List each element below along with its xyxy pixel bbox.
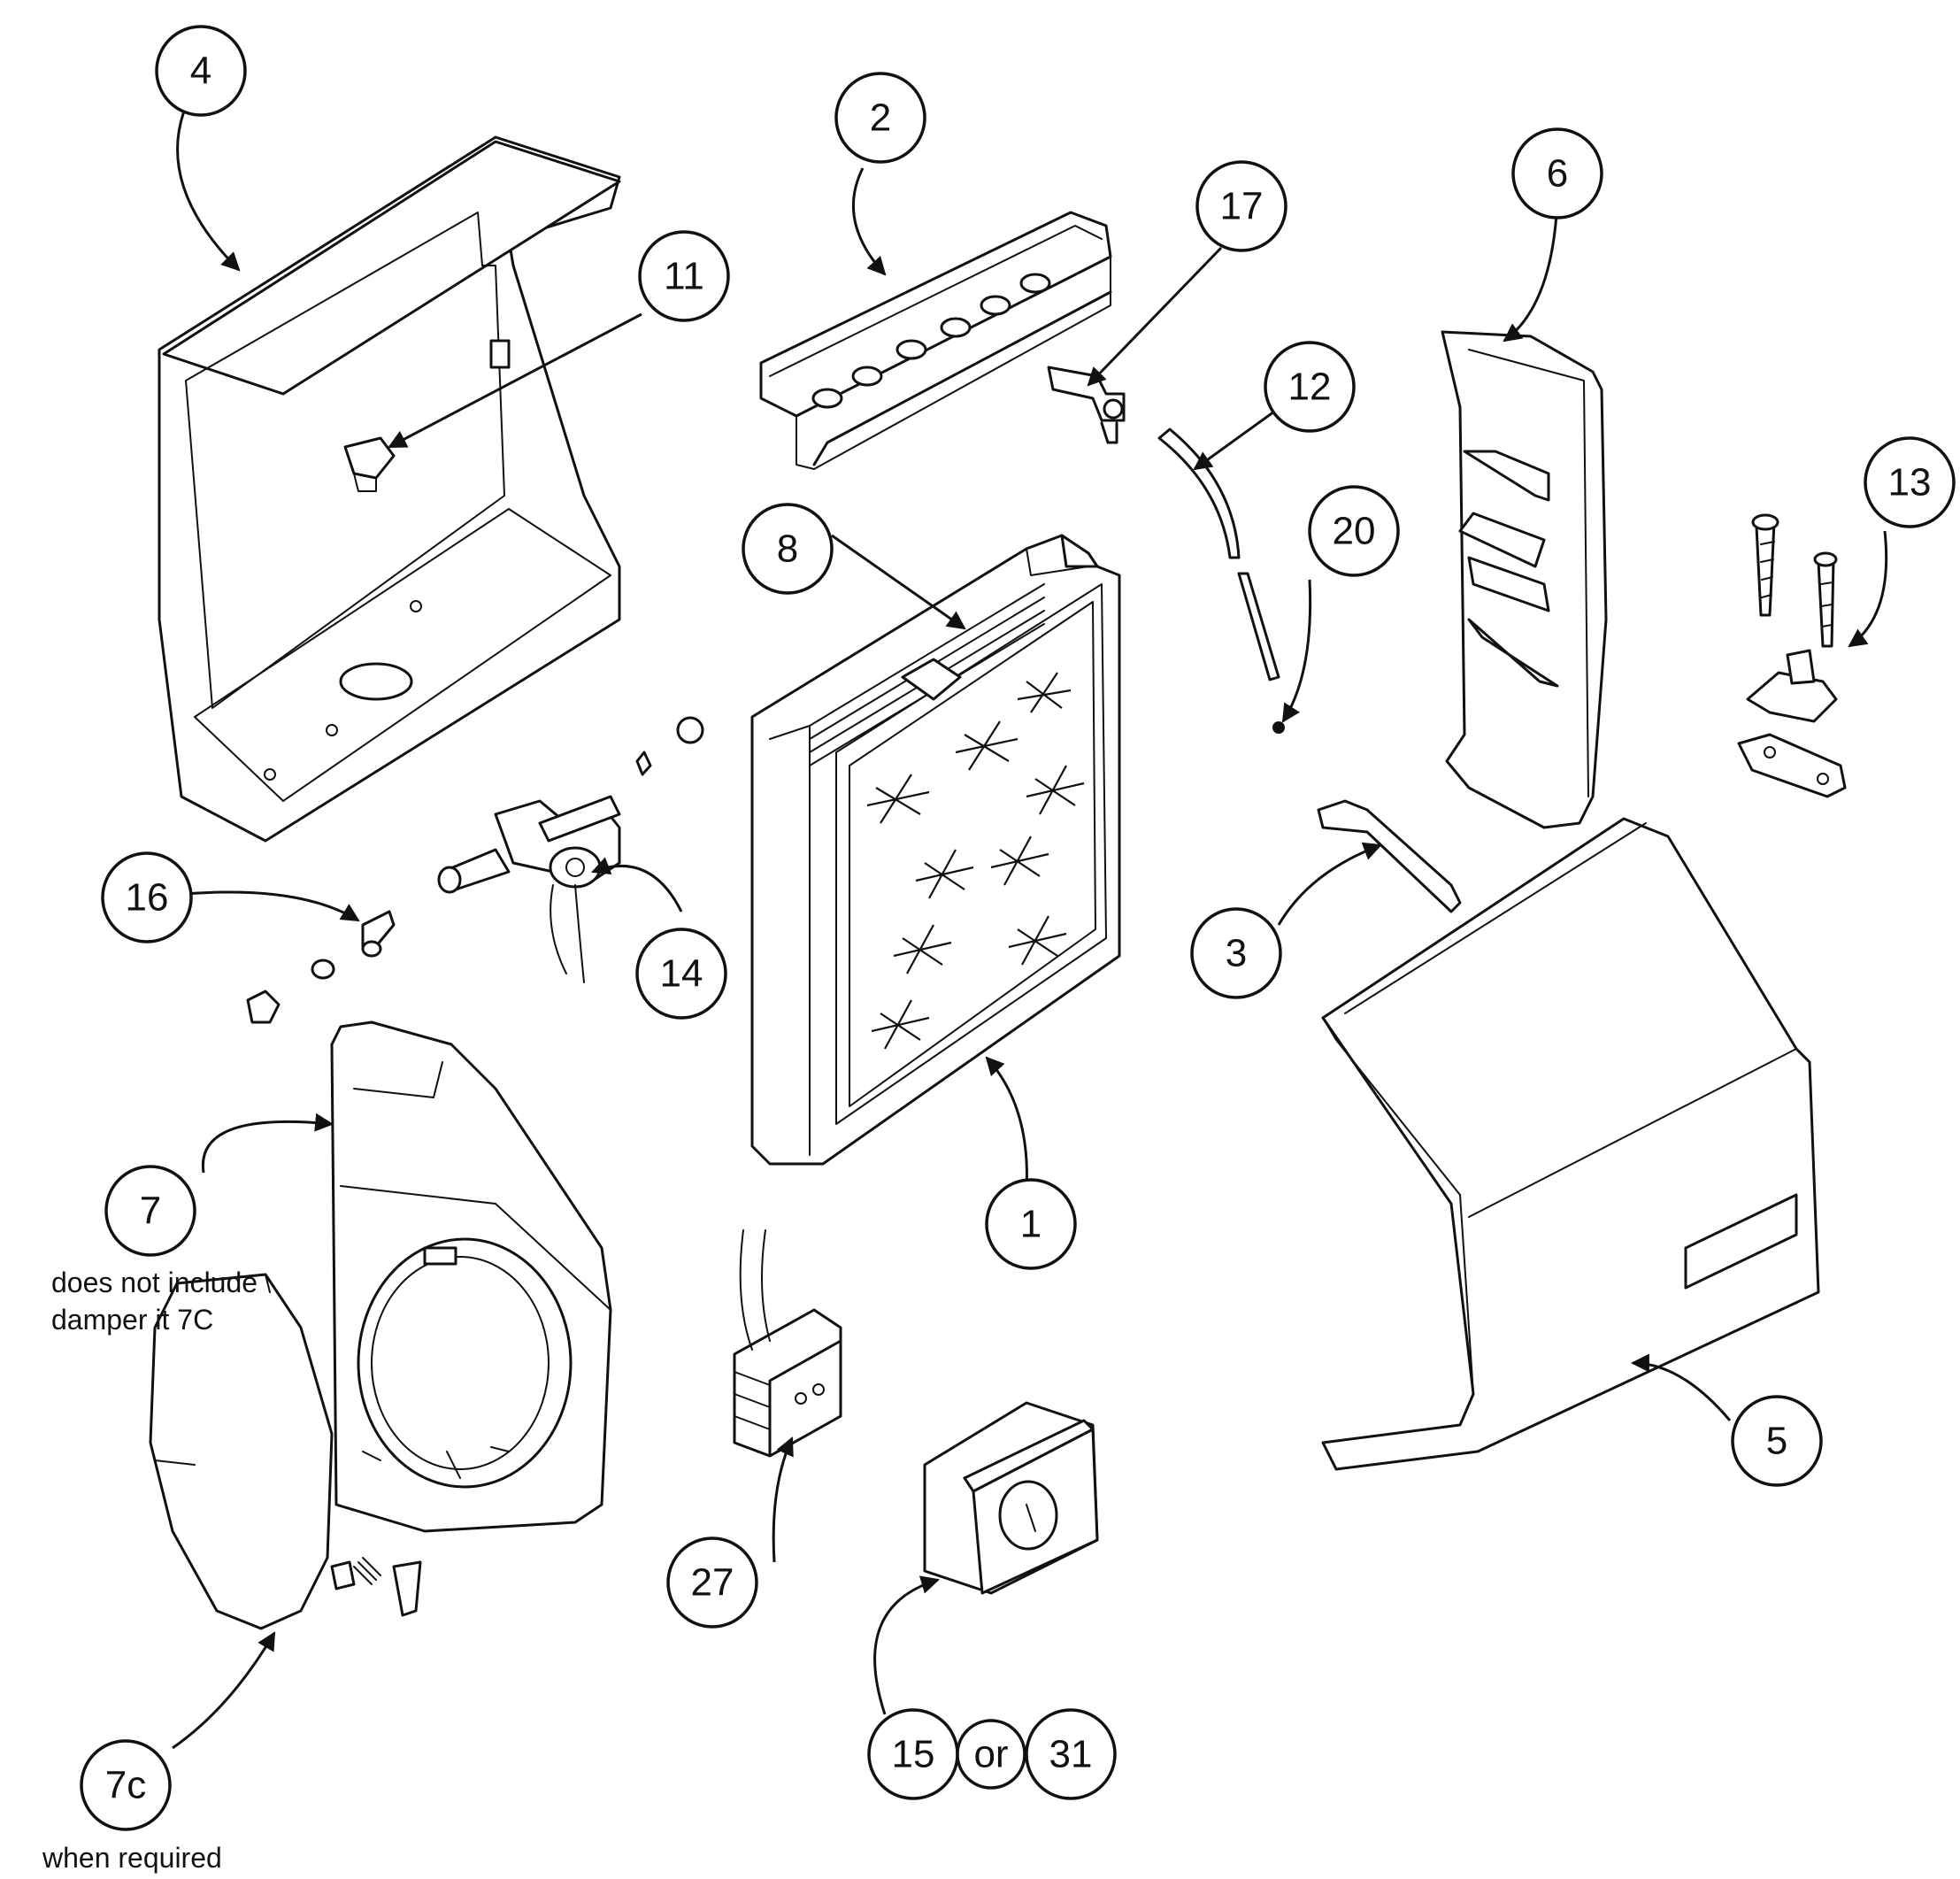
callout-31-label: 31 bbox=[1049, 1733, 1093, 1776]
part-7c-damper bbox=[149, 1273, 422, 1630]
callout-8-label: 8 bbox=[777, 528, 798, 571]
callout-5-label: 5 bbox=[1766, 1420, 1787, 1463]
part-7-note-line-2: damper it 7C bbox=[51, 1304, 213, 1336]
part-7c-note: when required bbox=[42, 1842, 222, 1874]
part-16-barb-fitting bbox=[361, 910, 396, 958]
callout-or: or bbox=[956, 1719, 1026, 1790]
part-13-screws-bracket bbox=[1737, 513, 1847, 798]
part-2-distribution-trough bbox=[759, 211, 1112, 470]
callout-27: 27 bbox=[666, 1536, 758, 1629]
part-7-note-line-1: does not include bbox=[51, 1267, 257, 1298]
callout-16-label: 16 bbox=[126, 876, 169, 920]
callout-12: 12 bbox=[1264, 341, 1356, 433]
part-15-31-humidistat bbox=[923, 1401, 1099, 1595]
part-7-plenum-cover bbox=[330, 1020, 612, 1533]
part-14-solenoid-valve bbox=[246, 716, 704, 1024]
callout-7: 7 bbox=[104, 1165, 196, 1257]
callout-3-label: 3 bbox=[1226, 932, 1247, 975]
callout-6-label: 6 bbox=[1547, 152, 1568, 196]
part-6-side-panel bbox=[1441, 330, 1608, 829]
part-3-bracket bbox=[1317, 799, 1462, 913]
callout-17: 17 bbox=[1195, 160, 1287, 252]
part-5-front-cover bbox=[1321, 817, 1820, 1471]
callout-7c: 7c bbox=[80, 1739, 172, 1831]
callout-6: 6 bbox=[1511, 127, 1603, 219]
callout-3: 3 bbox=[1190, 907, 1282, 999]
callout-11-label: 11 bbox=[664, 255, 704, 298]
part-12-feed-tube bbox=[1157, 427, 1280, 682]
part-20-plug bbox=[1272, 721, 1285, 734]
leader-lines bbox=[172, 105, 1888, 1750]
callout-2: 2 bbox=[834, 72, 926, 164]
callout-8: 8 bbox=[742, 503, 834, 595]
callout-27-label: 27 bbox=[691, 1561, 734, 1605]
callout-15: 15 bbox=[867, 1708, 959, 1800]
part-27-transformer bbox=[733, 1229, 842, 1458]
callout-14: 14 bbox=[635, 928, 727, 1020]
callout-20: 20 bbox=[1308, 485, 1400, 577]
callout-5: 5 bbox=[1731, 1395, 1823, 1487]
callout-or-label: or bbox=[973, 1733, 1008, 1776]
callout-2-label: 2 bbox=[870, 96, 891, 140]
callout-20-label: 20 bbox=[1333, 510, 1376, 553]
callout-1-label: 1 bbox=[1020, 1203, 1041, 1246]
callout-31: 31 bbox=[1025, 1708, 1117, 1800]
callout-7-label: 7 bbox=[140, 1190, 161, 1233]
callout-15-label: 15 bbox=[892, 1733, 935, 1776]
callout-13: 13 bbox=[1864, 436, 1956, 528]
callout-11: 11 bbox=[638, 230, 730, 322]
part-17-feed-tube-clip bbox=[1047, 366, 1126, 444]
part-1-filter-frame bbox=[750, 534, 1121, 1166]
callout-1: 1 bbox=[985, 1178, 1077, 1270]
callout-12-label: 12 bbox=[1288, 366, 1332, 409]
callout-13-label: 13 bbox=[1888, 461, 1932, 504]
part-8-evaporator-pad bbox=[809, 583, 1085, 1050]
part-4-housing-base bbox=[158, 135, 621, 843]
callout-7c-label: 7c bbox=[105, 1764, 146, 1807]
callout-4: 4 bbox=[155, 25, 247, 117]
callout-4-label: 4 bbox=[190, 50, 211, 93]
callout-17-label: 17 bbox=[1220, 185, 1264, 228]
callout-14-label: 14 bbox=[660, 952, 703, 996]
callout-16: 16 bbox=[101, 851, 193, 943]
